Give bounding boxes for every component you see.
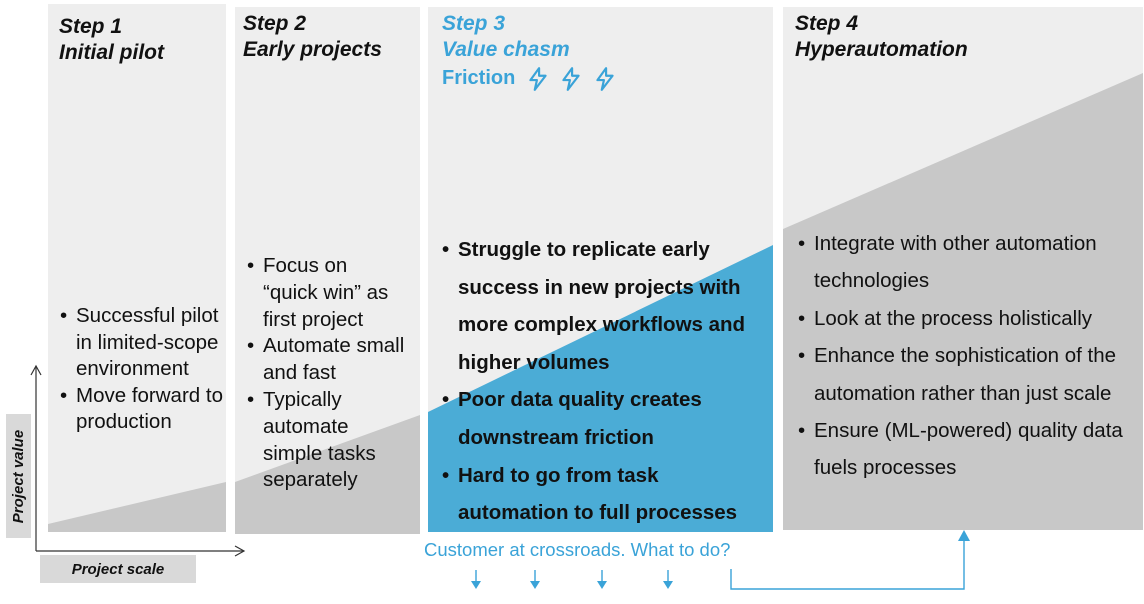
step-3-bullet-3: Hard to go from task automation to full … — [442, 457, 768, 532]
step-4-bullets: Integrate with other automation technolo… — [798, 225, 1142, 487]
step-4-panel: Step 4 Hyperautomation Integrate with ot… — [783, 7, 1143, 530]
step-2-subtitle: Early projects — [243, 38, 382, 61]
friction-label: Friction — [442, 65, 618, 92]
step-4-title: Step 4 — [795, 12, 859, 35]
step-3-subtitle: Value chasm — [442, 38, 570, 61]
lightning-icon — [529, 66, 547, 91]
x-axis-label-text: Project scale — [71, 560, 165, 578]
step-4-bullet-1: Integrate with other automation technolo… — [798, 225, 1142, 300]
step-1-bullet-2: Move forward to production — [60, 383, 226, 436]
step-3-bullets: Struggle to replicate early success in n… — [442, 231, 768, 532]
step-1-bullet-1: Successful pilot in limited-scope enviro… — [60, 303, 226, 383]
step-3-panel: Step 3 Value chasm Friction Struggle to … — [428, 7, 773, 532]
y-axis-label: Project value — [6, 414, 31, 538]
step-2-bullet-1: Focus on “quick win” as first project — [247, 253, 407, 333]
x-axis-label: Project scale — [40, 555, 196, 583]
step-2-bullets: Focus on “quick win” as first project Au… — [247, 253, 407, 494]
step-3-title: Step 3 — [442, 12, 506, 35]
step-3-bullet-2: Poor data quality creates downstream fri… — [442, 381, 768, 456]
step-1-bullets: Successful pilot in limited-scope enviro… — [60, 303, 226, 436]
lightning-icon — [562, 66, 581, 91]
step-1-panel: Step 1 Initial pilot Successful pilot in… — [48, 4, 226, 532]
step-1-value-area — [48, 482, 226, 532]
friction-text: Friction — [442, 67, 516, 89]
step-1-title: Step 1 — [59, 15, 123, 38]
step-2-title: Step 2 — [243, 12, 307, 35]
step-1-subtitle: Initial pilot — [59, 41, 164, 64]
step-4-bullet-4: Ensure (ML-powered) quality data fuels p… — [798, 412, 1142, 487]
step-4-bullet-3: Enhance the sophistication of the automa… — [798, 337, 1142, 412]
step-2-panel: Step 2 Early projects Focus on “quick wi… — [235, 7, 420, 534]
crossroads-text: Customer at crossroads. What to do? — [424, 539, 731, 560]
step-4-subtitle: Hyperautomation — [795, 38, 968, 61]
y-axis-label-text: Project value — [10, 429, 28, 523]
step-2-bullet-2: Automate small and fast — [247, 333, 407, 387]
step-4-bullet-2: Look at the process holistically — [798, 300, 1142, 338]
step-3-bullet-1: Struggle to replicate early success in n… — [442, 231, 768, 381]
step-2-bullet-3: Typically automate simple tasks separate… — [247, 387, 407, 494]
lightning-icon — [596, 66, 614, 91]
